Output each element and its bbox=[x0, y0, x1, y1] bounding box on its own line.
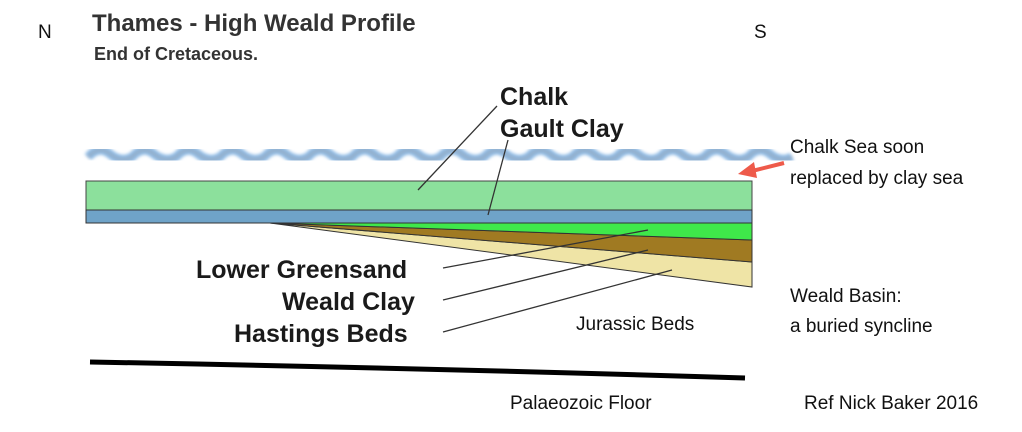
sea-note-line2: replaced by clay sea bbox=[790, 168, 964, 189]
sea-wave-shadow bbox=[86, 148, 793, 161]
leader-lines bbox=[417, 105, 673, 333]
sea-note-line1: Chalk Sea soon bbox=[790, 137, 925, 158]
arrow-icon bbox=[738, 161, 785, 178]
north-label: N bbox=[38, 22, 52, 43]
chalk-label: Chalk bbox=[500, 83, 569, 111]
palaeozoic-floor-line bbox=[89, 359, 746, 381]
jurassic-beds-label: Jurassic Beds bbox=[576, 314, 695, 335]
south-label: S bbox=[754, 22, 767, 43]
basin-note-line2: a buried syncline bbox=[790, 316, 933, 337]
subtitle: End of Cretaceous. bbox=[94, 44, 259, 64]
hastings-beds-label: Hastings Beds bbox=[234, 320, 408, 348]
chalk-layer bbox=[85, 180, 753, 211]
lower-greensand-label: Lower Greensand bbox=[196, 256, 408, 284]
gault-clay-layer bbox=[85, 209, 753, 224]
reference-label: Ref Nick Baker 2016 bbox=[804, 393, 979, 414]
palaeozoic-floor-label: Palaeozoic Floor bbox=[510, 393, 652, 414]
basin-note-line1: Weald Basin: bbox=[790, 286, 902, 307]
title: Thames - High Weald Profile bbox=[92, 10, 416, 37]
gault-clay-label: Gault Clay bbox=[500, 115, 624, 143]
weald-clay-label: Weald Clay bbox=[282, 288, 415, 316]
